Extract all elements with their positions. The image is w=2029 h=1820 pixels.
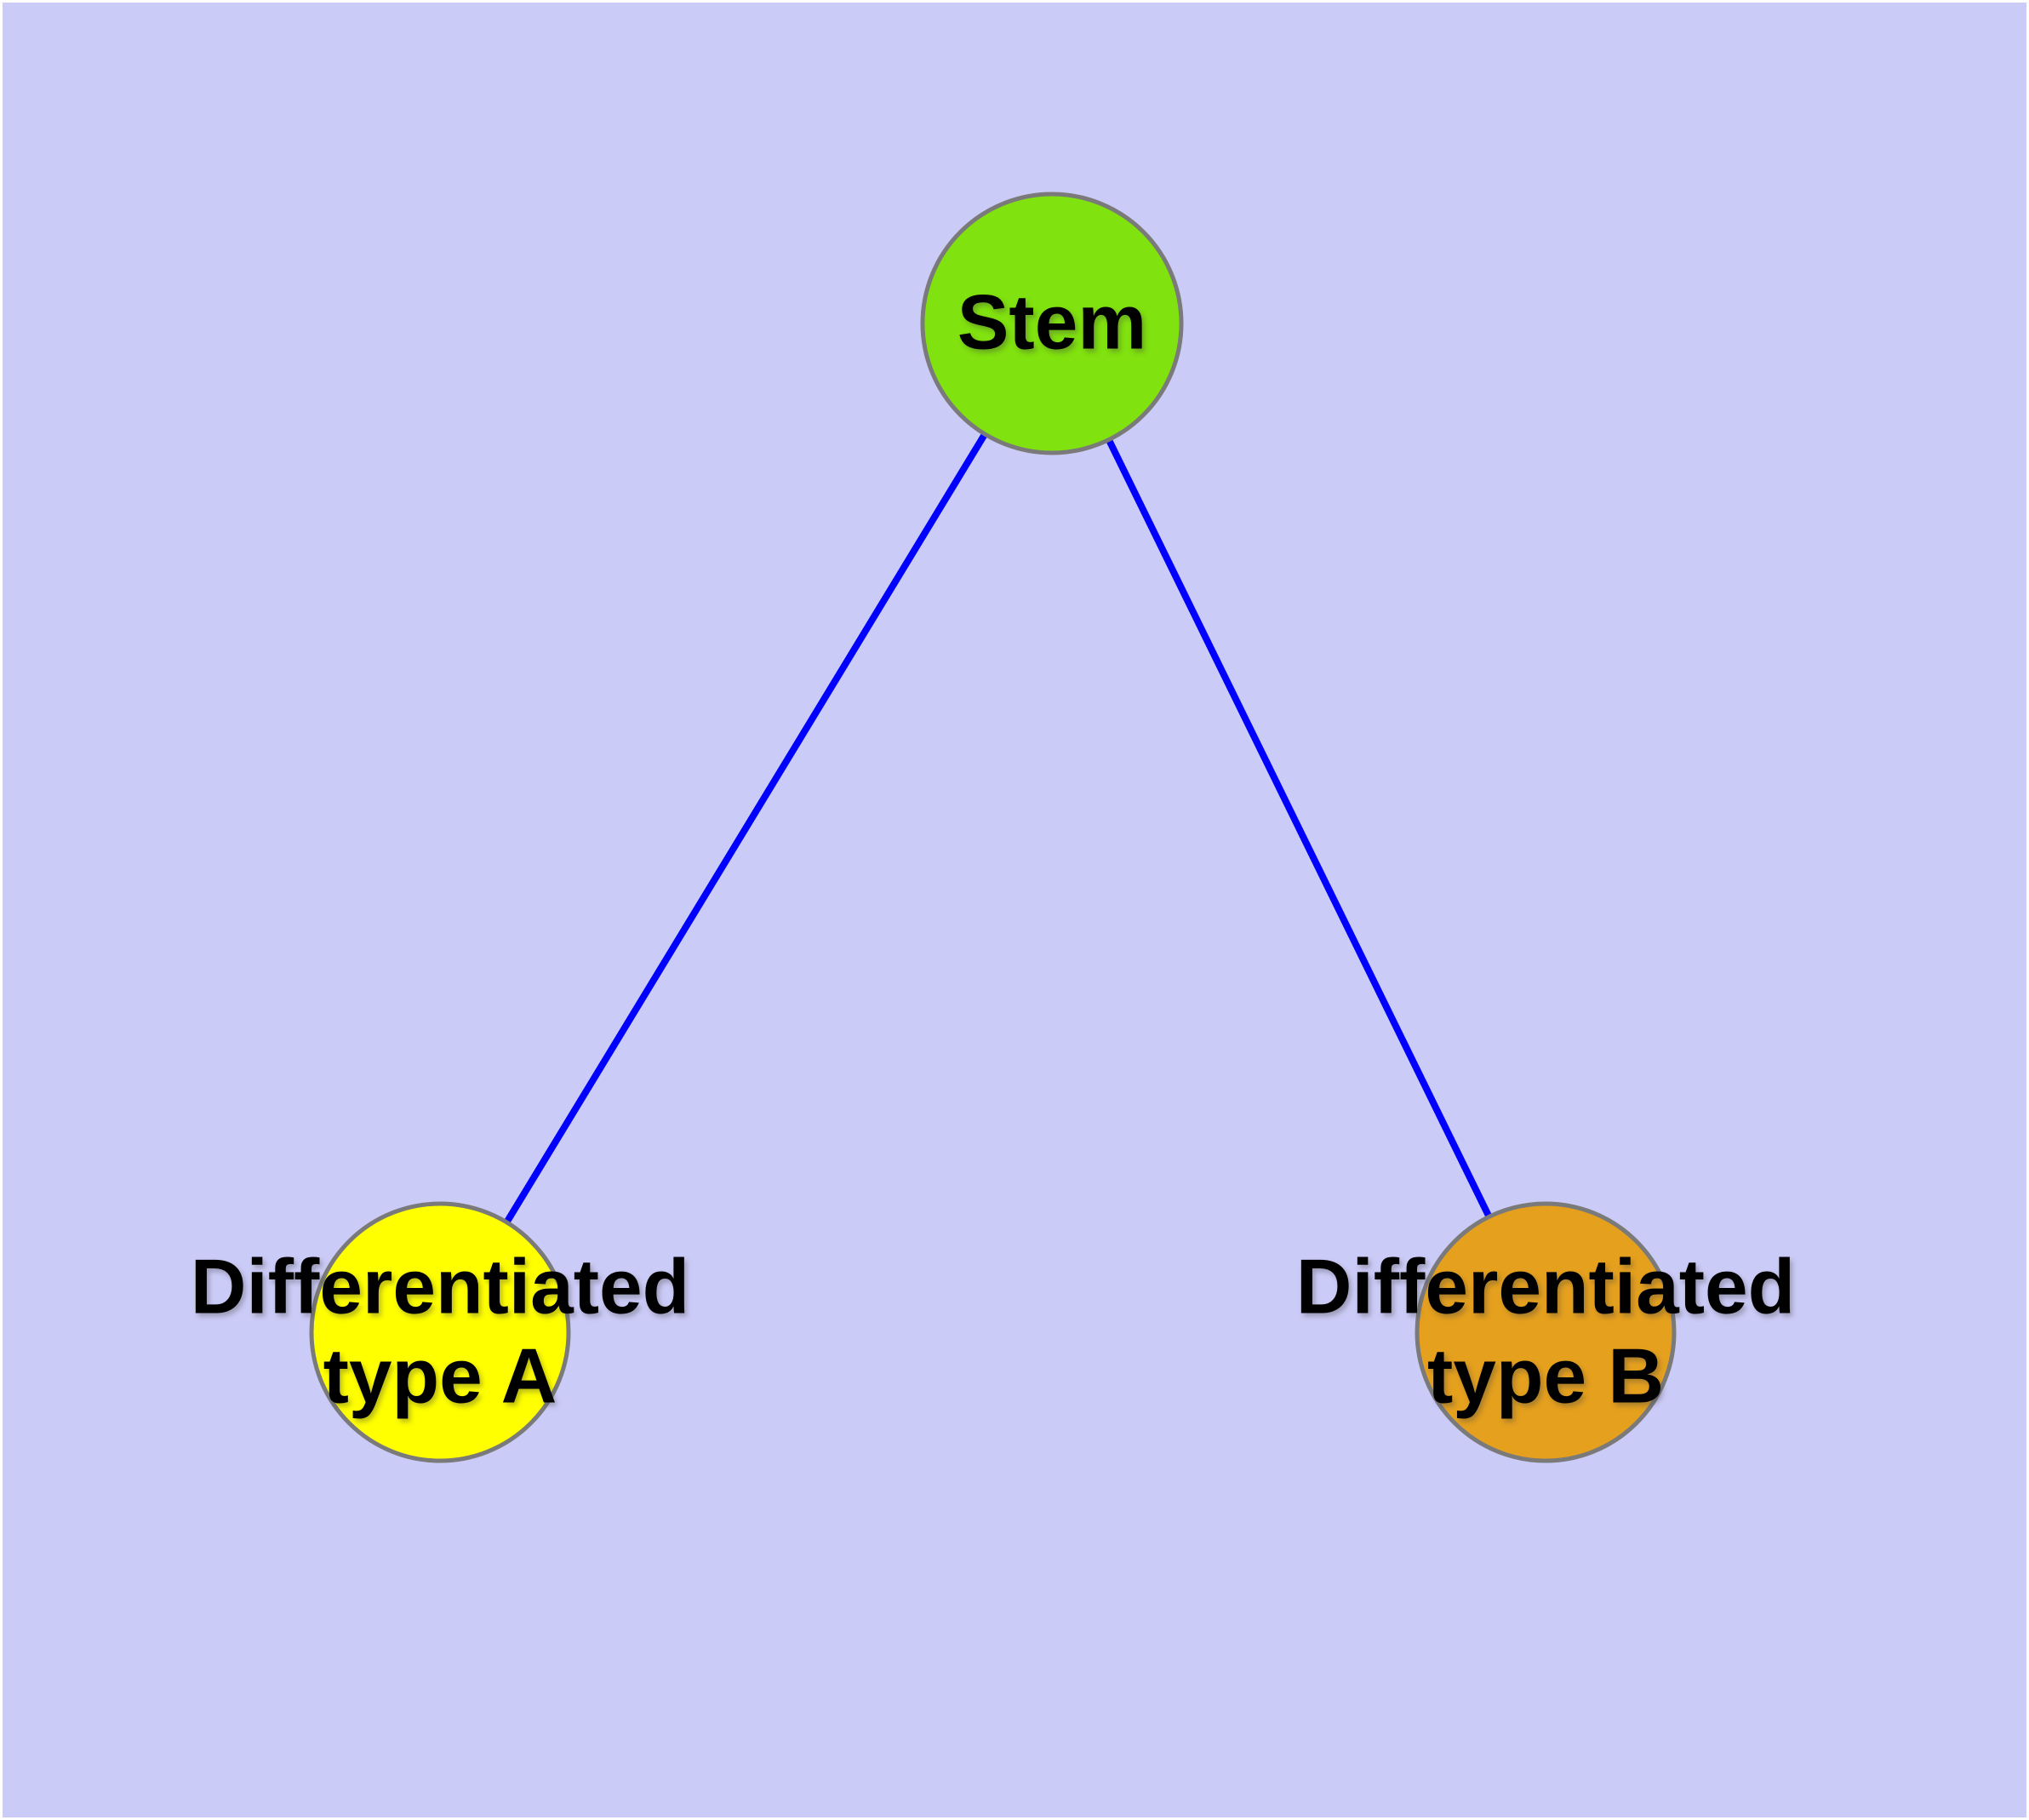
node-differentiated-type-b-circle xyxy=(1415,1201,1677,1463)
node-differentiated-type-a-circle xyxy=(309,1201,571,1463)
edge-stem-to-type-a xyxy=(437,321,1055,1335)
node-stem-circle xyxy=(920,192,1184,455)
edge-stem-to-type-b xyxy=(1049,322,1549,1334)
